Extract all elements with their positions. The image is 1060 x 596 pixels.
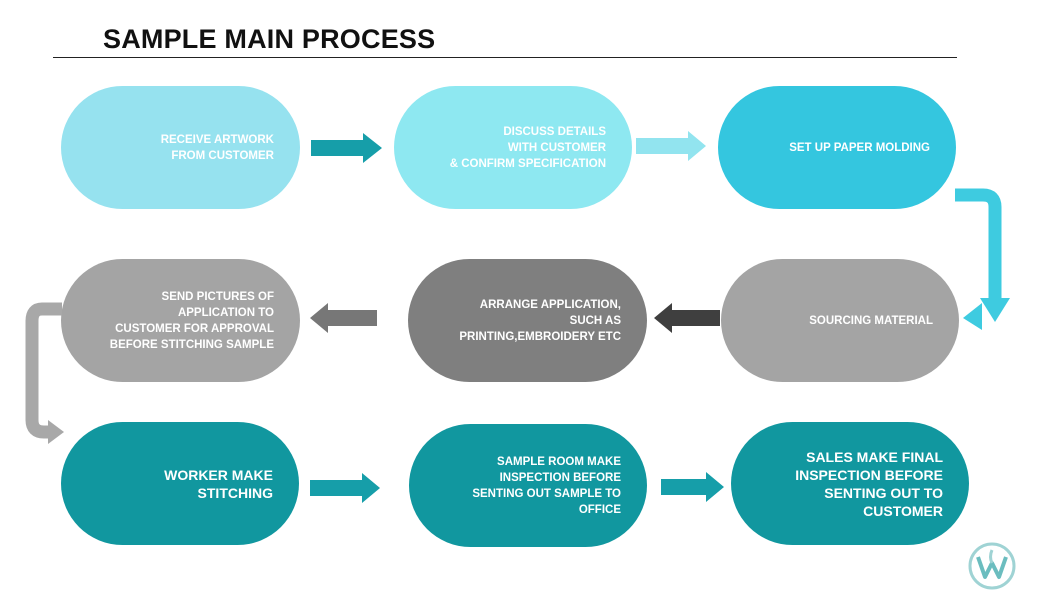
company-logo-icon [968, 542, 1016, 590]
step-paper-molding: SET UP PAPER MOLDING [718, 86, 956, 209]
connector-left-down [25, 302, 62, 439]
step-label: SEND PICTURES OF APPLICATION TO CUSTOMER… [109, 290, 274, 351]
step-label: SOURCING MATERIAL [809, 314, 933, 327]
step-label: SALES MAKE FINAL INSPECTION BEFORE SENTI… [795, 448, 943, 519]
connector-arrowhead-down-icon [980, 298, 1010, 322]
step-label: WORKER MAKE STITCHING [164, 466, 273, 501]
step-sample-room-inspection: SAMPLE ROOM MAKE INSPECTION BEFORE SENTI… [409, 424, 647, 547]
step-receive-artwork: RECEIVE ARTWORK FROM CUSTOMER [61, 86, 300, 209]
step-label: ARRANGE APPLICATION, SUCH AS PRINTING,EM… [459, 298, 621, 343]
connector-arrowhead-left-icon [963, 303, 982, 330]
arrow-right-icon [636, 131, 706, 161]
arrow-right-icon [661, 472, 724, 502]
arrow-right-icon [310, 473, 380, 503]
step-label: SET UP PAPER MOLDING [789, 141, 930, 154]
step-label: DISCUSS DETAILS WITH CUSTOMER & CONFIRM … [449, 125, 606, 170]
step-arrange-application: ARRANGE APPLICATION, SUCH AS PRINTING,EM… [408, 259, 647, 382]
step-sales-final-inspection: SALES MAKE FINAL INSPECTION BEFORE SENTI… [731, 422, 969, 545]
step-send-pictures: SEND PICTURES OF APPLICATION TO CUSTOMER… [61, 259, 300, 382]
title-divider [53, 57, 957, 58]
step-discuss-details: DISCUSS DETAILS WITH CUSTOMER & CONFIRM … [394, 86, 632, 209]
arrow-right-icon [311, 133, 382, 163]
step-sourcing-material: SOURCING MATERIAL [721, 259, 959, 382]
step-label: SAMPLE ROOM MAKE INSPECTION BEFORE SENTI… [472, 455, 621, 516]
step-worker-stitching: WORKER MAKE STITCHING [61, 422, 299, 545]
arrow-left-icon [654, 303, 720, 333]
page-title: SAMPLE MAIN PROCESS [103, 24, 436, 54]
connector-arrowhead-right-icon [48, 420, 64, 444]
arrow-left-icon [310, 303, 377, 333]
step-label: RECEIVE ARTWORK FROM CUSTOMER [160, 133, 274, 162]
connector-right-down [955, 188, 1002, 300]
